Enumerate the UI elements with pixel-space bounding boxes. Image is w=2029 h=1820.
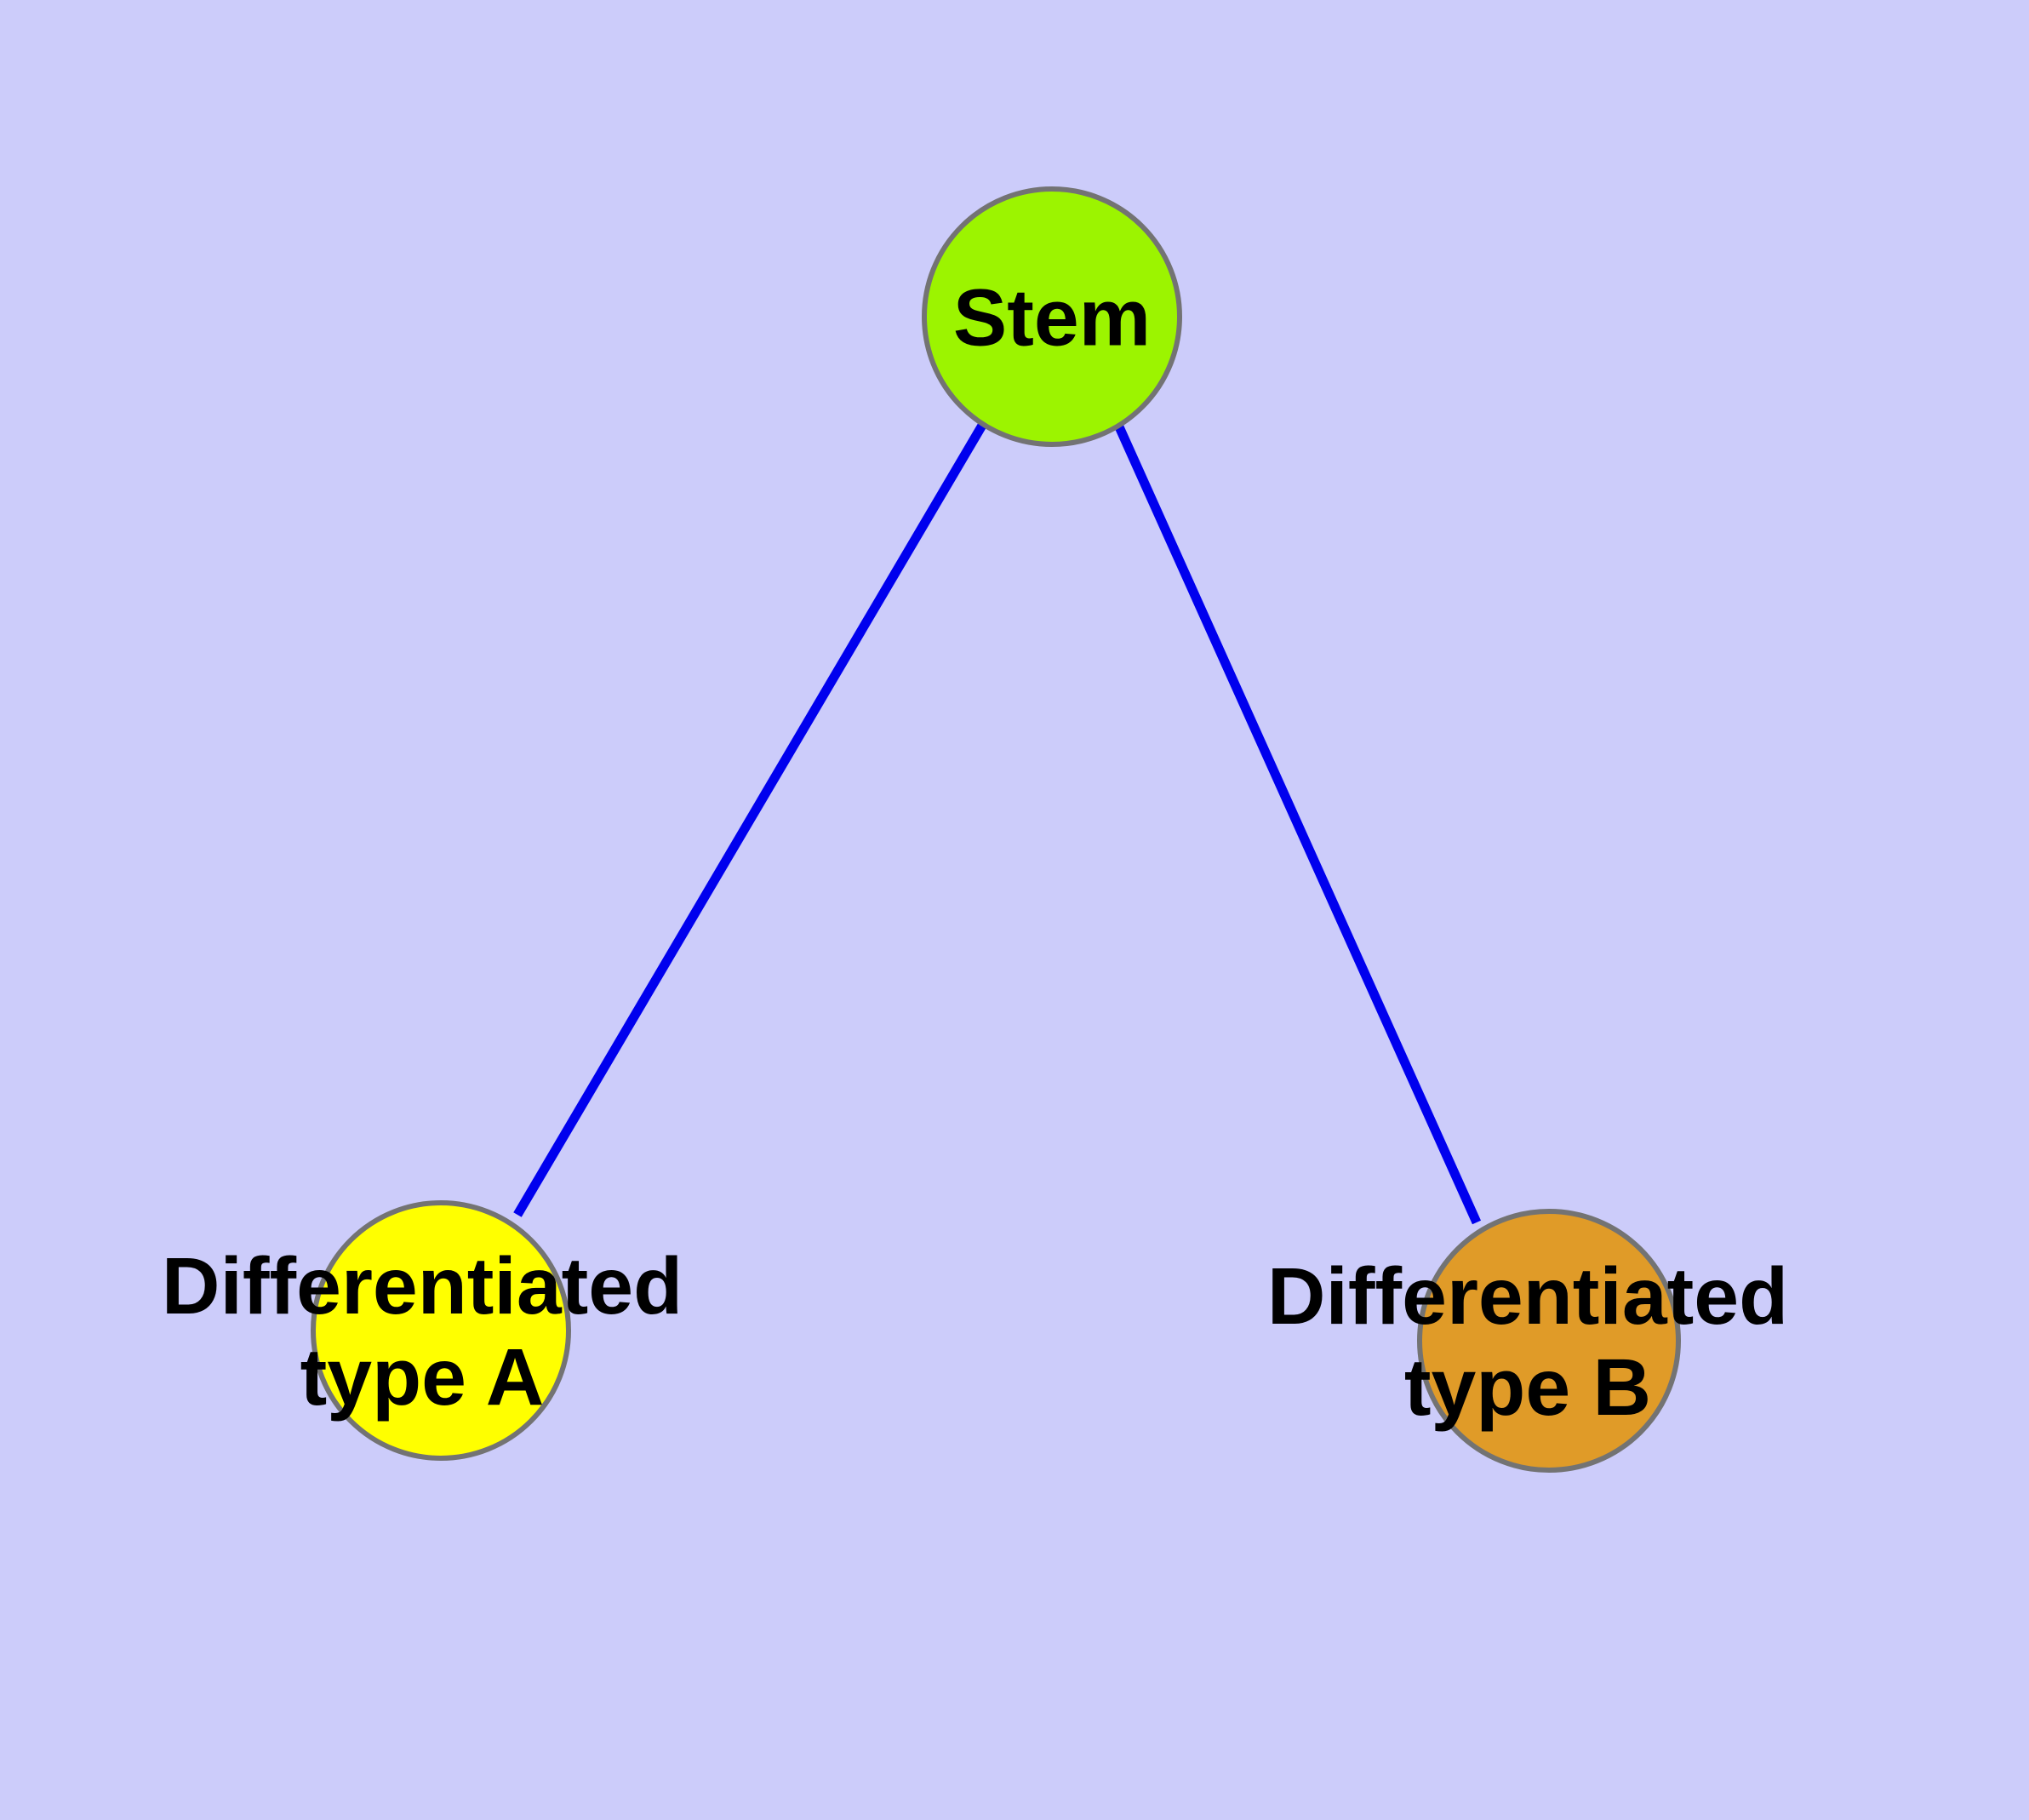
nodes-layer [311, 186, 1681, 1473]
graph-edge[interactable] [1112, 421, 1482, 1225]
edges-layer [513, 421, 1482, 1225]
node-label-stem: Stem [953, 272, 1151, 363]
node-label-line: type A [300, 1332, 545, 1422]
graph-edge[interactable] [513, 421, 987, 1217]
node-label-line: Differentiated [162, 1241, 683, 1331]
graph-node-stem[interactable] [922, 186, 1182, 447]
node-label-line: Stem [953, 272, 1151, 363]
graph-node-diff-b[interactable] [1417, 1209, 1681, 1473]
node-label-line: Differentiated [1267, 1251, 1788, 1342]
graph-node-diff-a[interactable] [311, 1200, 571, 1461]
node-label-line: type B [1404, 1342, 1651, 1433]
